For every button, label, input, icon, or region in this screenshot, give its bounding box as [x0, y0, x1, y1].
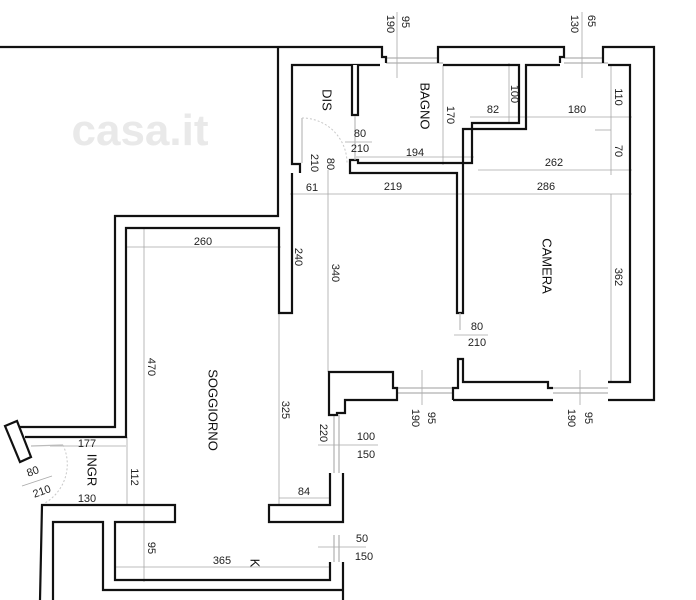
dim-camera-width: 286	[537, 181, 555, 193]
dim-ingr-depth: 112	[128, 468, 140, 486]
door-bagno-height: 210	[351, 143, 369, 155]
window-camera-bottom-width: 95	[582, 412, 594, 424]
window-kitchen-height: 150	[355, 551, 373, 563]
dim-bagno-width: 194	[406, 147, 424, 159]
dim-bagno-step-width: 82	[487, 104, 499, 116]
dim-soggiorno-depth: 470	[145, 358, 157, 376]
door-dis-height: 210	[308, 154, 320, 172]
window-soggiorno-bottom-height: 190	[409, 409, 421, 427]
room-label-dis: DIS	[320, 89, 335, 111]
room-label-k: K	[248, 559, 263, 568]
window-soggiorno-bottom-width: 95	[425, 412, 437, 424]
dim-camera-mid-width: 262	[545, 157, 563, 169]
walls	[0, 45, 656, 600]
room-label-ingr: INGR	[85, 454, 100, 487]
room-label-soggiorno: SOGGIORNO	[206, 369, 221, 451]
door-bagno-width: 80	[354, 128, 366, 140]
dim-bagno-depth: 170	[444, 106, 456, 124]
room-label-camera: CAMERA	[540, 238, 555, 294]
dim-camera-top-width: 180	[568, 104, 586, 116]
dim-kitchen-depth: 95	[145, 542, 157, 554]
dim-bagno-step: 100	[508, 85, 520, 103]
dim-height-340: 340	[329, 264, 341, 282]
window-side-height: 150	[357, 449, 375, 461]
dim-corridor-width: 219	[384, 181, 402, 193]
window-kitchen-width: 50	[356, 533, 368, 545]
dim-camera-top-depth: 110	[612, 88, 624, 106]
dim-camera-mid-depth: 70	[612, 145, 624, 157]
window-bagno-width: 95	[399, 16, 411, 28]
dim-ingr-top: 177	[78, 438, 96, 450]
dim-kitchen-width: 365	[213, 555, 231, 567]
dim-soggiorno-84: 84	[298, 486, 310, 498]
door-ingr-width: 80	[25, 464, 41, 479]
window-side-width: 100	[357, 431, 375, 443]
room-label-bagno: BAGNO	[418, 83, 433, 130]
dim-camera-depth: 362	[612, 268, 624, 286]
window-camera-bottom-height: 190	[565, 409, 577, 427]
window-bagno-height: 190	[384, 15, 396, 33]
doors	[30, 116, 461, 504]
dim-ingr-bottom: 130	[78, 493, 96, 505]
window-camera-top-width: 65	[585, 15, 597, 27]
door-dis-width: 80	[324, 158, 336, 170]
dimension-lines	[21, 12, 632, 582]
dim-dis-width: 61	[306, 182, 318, 194]
watermark: casa.it	[72, 106, 209, 155]
dim-wall-240: 240	[292, 248, 304, 266]
window-camera-top-height: 130	[568, 15, 580, 33]
dim-soggiorno-top-width: 260	[194, 236, 212, 248]
dim-soggiorno-side: 325	[279, 401, 291, 419]
window-symbols	[333, 57, 608, 562]
door-camera-width: 80	[471, 321, 483, 333]
door-ingr-height: 210	[31, 483, 52, 501]
window-side-sill: 220	[317, 424, 329, 442]
door-camera-height: 210	[468, 337, 486, 349]
